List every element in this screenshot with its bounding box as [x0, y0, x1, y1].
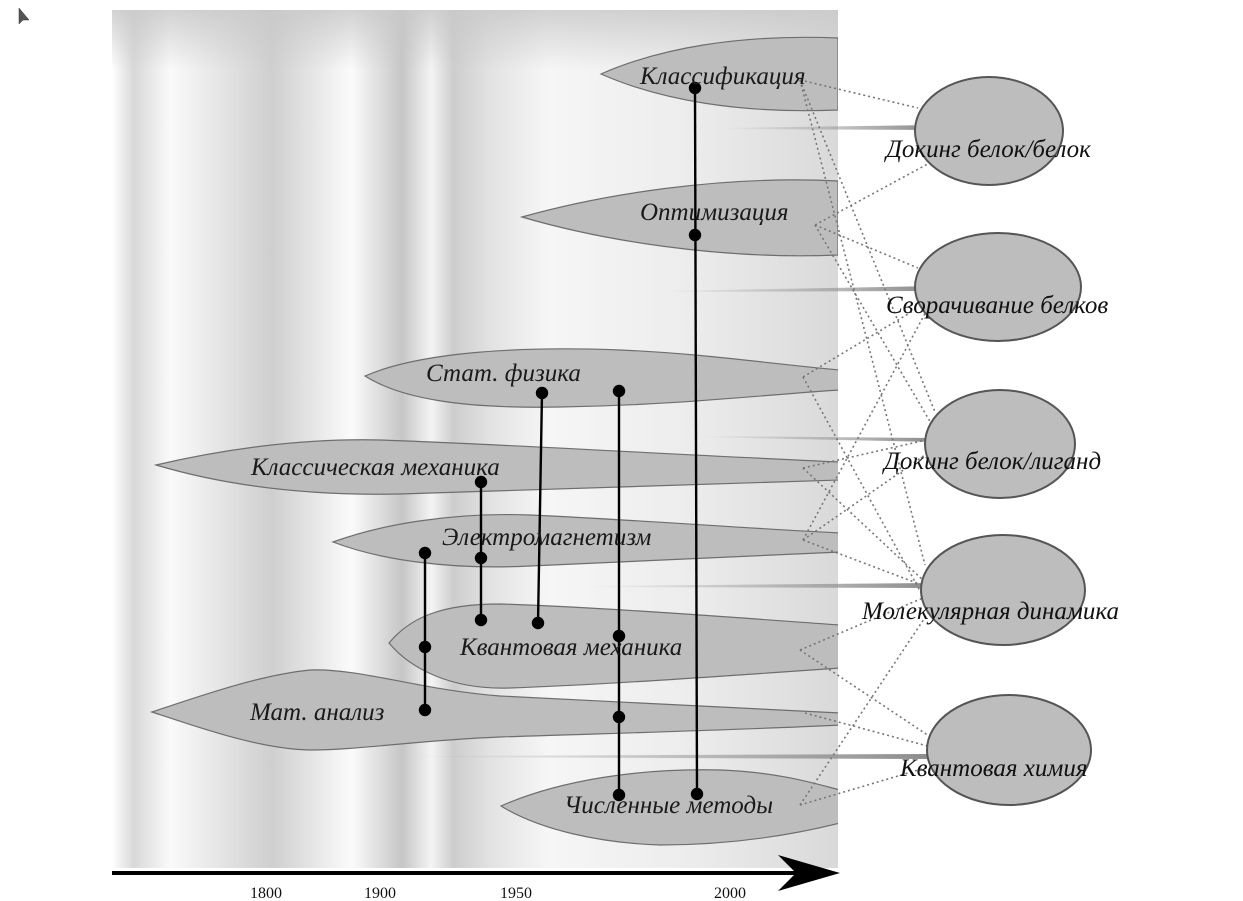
connector-dot	[688, 81, 702, 95]
connector-dot	[690, 787, 704, 801]
blob-classical	[153, 439, 838, 495]
connector-dot	[612, 629, 626, 643]
connector-dot	[474, 613, 488, 627]
link-em-pl	[802, 447, 936, 541]
link-num-qchem	[799, 764, 936, 806]
app-label-md: Молекулярная динамика	[861, 598, 1119, 625]
field-label-classical: Классическая механика	[250, 454, 500, 481]
tick-label: 1900	[364, 885, 396, 901]
connector-dot	[418, 703, 432, 717]
blob-classification	[599, 36, 838, 112]
app-ellipse-folding	[914, 232, 1082, 342]
field-label-em: Электромагнетизм	[442, 524, 651, 551]
link-classif-pp	[799, 79, 919, 109]
connector-dot	[418, 640, 432, 654]
field-label-quantum: Квантовая механика	[459, 634, 682, 661]
app-ellipse-pp-docking	[914, 76, 1064, 186]
connector-dot	[418, 546, 432, 560]
ray-pp-docking	[722, 125, 935, 130]
link-optim-folding	[814, 224, 919, 269]
link-em-md	[802, 539, 923, 586]
connector-dot	[474, 551, 488, 565]
blob-calculus	[150, 669, 838, 751]
app-ellipse-qchem	[926, 694, 1092, 806]
influence-connectors	[418, 81, 704, 802]
link-stat-md	[802, 376, 926, 601]
connector-1950	[536, 392, 544, 624]
connector-dot	[531, 616, 545, 630]
blob-statphys	[363, 348, 838, 408]
connector-dot	[535, 386, 549, 400]
dotted-links	[799, 79, 936, 806]
app-label-pp-docking: Докинг белок/белок	[884, 136, 1091, 163]
ray-md	[585, 583, 935, 588]
link-num-md	[799, 609, 931, 806]
timeline-background-band	[112, 10, 838, 868]
tick-label: 1950	[500, 885, 532, 901]
connector-dot	[612, 384, 626, 398]
tick-label: 1800	[250, 885, 282, 901]
tick-label: 2000	[714, 885, 746, 901]
app-ellipse-md	[920, 534, 1086, 646]
field-label-classification: Классификация	[639, 63, 805, 90]
app-label-pl-docking: Докинг белок/лиганд	[882, 448, 1101, 475]
time-axis-arrowhead-icon	[778, 855, 840, 891]
blob-em	[331, 514, 838, 568]
influence-rays	[410, 125, 935, 759]
connector-dot	[612, 710, 626, 724]
ray-qchem	[410, 754, 935, 759]
connector-dot	[474, 475, 488, 489]
app-label-qchem: Квантовая химия	[899, 755, 1087, 782]
link-qm-md	[799, 594, 931, 651]
link-classif-md	[799, 79, 926, 566]
field-label-statphys: Стат. физика	[426, 360, 581, 387]
connector-dot	[688, 228, 702, 242]
field-label-optimization: Оптимизация	[640, 199, 788, 226]
ray-folding	[665, 286, 935, 292]
connector-1995	[693, 87, 699, 795]
time-axis: 1800 1900 1950 2000	[112, 855, 840, 901]
link-em-folding	[802, 294, 936, 541]
field-label-numerical: Численные методы	[564, 792, 773, 819]
ray-pl-docking	[700, 436, 935, 442]
connector-dot	[612, 788, 626, 802]
blob-quantum	[388, 603, 838, 689]
field-blobs	[150, 36, 838, 846]
link-qm-qchem	[799, 649, 936, 741]
app-label-folding: Сворачивание белков	[886, 292, 1108, 319]
blob-numerical	[499, 769, 838, 846]
link-stat-folding	[802, 307, 919, 378]
mouse-cursor-icon	[18, 7, 30, 25]
app-ellipse-pl-docking	[924, 389, 1076, 499]
blob-optimization	[519, 179, 838, 257]
field-label-calculus: Мат. анализ	[249, 699, 385, 726]
applications	[914, 76, 1092, 806]
